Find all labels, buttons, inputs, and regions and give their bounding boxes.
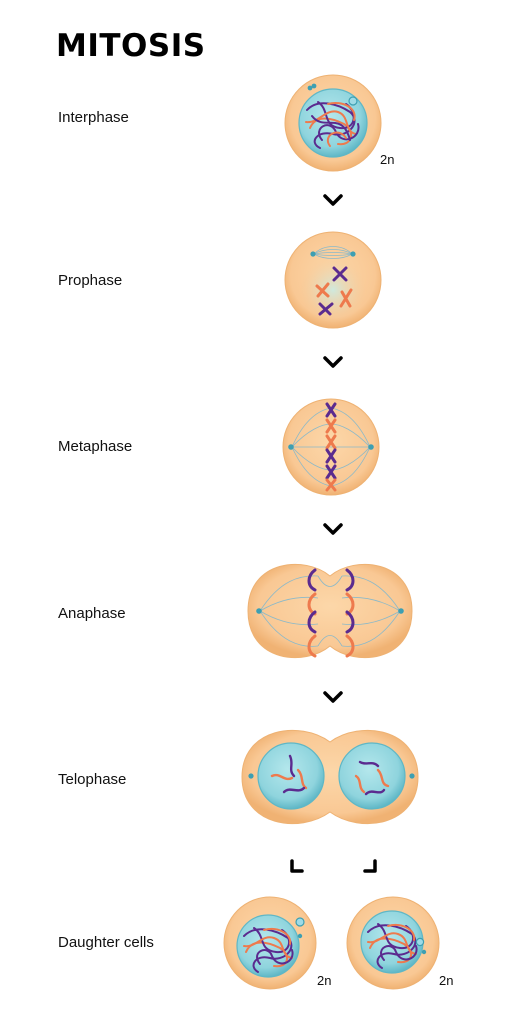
nucleus-left bbox=[257, 742, 325, 810]
centrosome bbox=[409, 773, 415, 779]
centrosome bbox=[350, 251, 356, 257]
cell-prophase bbox=[284, 231, 382, 329]
nucleolus bbox=[348, 96, 358, 106]
decondensing-chromosomes bbox=[270, 754, 390, 796]
centriole bbox=[311, 83, 317, 89]
cell-daughter-left bbox=[223, 896, 317, 990]
centrosome bbox=[248, 773, 254, 779]
centriole bbox=[297, 933, 303, 939]
nucleolus bbox=[415, 937, 425, 947]
down-arrow-icon bbox=[323, 523, 343, 535]
ploidy-label-daughter-right: 2n bbox=[439, 973, 454, 988]
chromatin bbox=[305, 101, 360, 149]
chromosomes-aligned bbox=[325, 402, 337, 492]
centrosome bbox=[310, 251, 316, 257]
centriole bbox=[307, 85, 313, 91]
stage-label-daughter-cells: Daughter cells bbox=[58, 934, 154, 951]
stage-label-anaphase: Anaphase bbox=[58, 605, 126, 622]
down-arrow-icon bbox=[323, 194, 343, 206]
diagonal-arrow-icon bbox=[290, 859, 304, 873]
ploidy-label-daughter-left: 2n bbox=[317, 973, 332, 988]
chromatin bbox=[367, 923, 418, 969]
separating-chromatids bbox=[307, 568, 355, 658]
stage-label-interphase: Interphase bbox=[58, 109, 129, 126]
nucleolus bbox=[295, 917, 305, 927]
diagonal-arrow-icon bbox=[363, 859, 377, 873]
cell-metaphase bbox=[282, 398, 380, 496]
centrosome bbox=[398, 608, 404, 614]
nucleus-right bbox=[338, 742, 406, 810]
chromosomes bbox=[315, 266, 353, 316]
spindle-fibers bbox=[259, 575, 401, 647]
cell-interphase bbox=[284, 74, 382, 172]
centriole bbox=[421, 949, 427, 955]
centrosome bbox=[288, 444, 294, 450]
centrosome bbox=[368, 444, 374, 450]
diagram-title: MITOSIS bbox=[56, 28, 206, 64]
stage-label-prophase: Prophase bbox=[58, 272, 123, 289]
ploidy-label-interphase: 2n bbox=[380, 152, 395, 167]
cell-anaphase bbox=[247, 563, 413, 659]
down-arrow-icon bbox=[323, 691, 343, 703]
cell-telophase bbox=[241, 730, 419, 824]
chromatin bbox=[243, 927, 294, 973]
stage-label-metaphase: Metaphase bbox=[58, 438, 133, 455]
down-arrow-icon bbox=[323, 356, 343, 368]
spindle-fibers bbox=[313, 246, 353, 259]
stage-label-telophase: Telophase bbox=[58, 771, 127, 788]
centrosome bbox=[256, 608, 262, 614]
cell-daughter-right bbox=[346, 896, 440, 990]
